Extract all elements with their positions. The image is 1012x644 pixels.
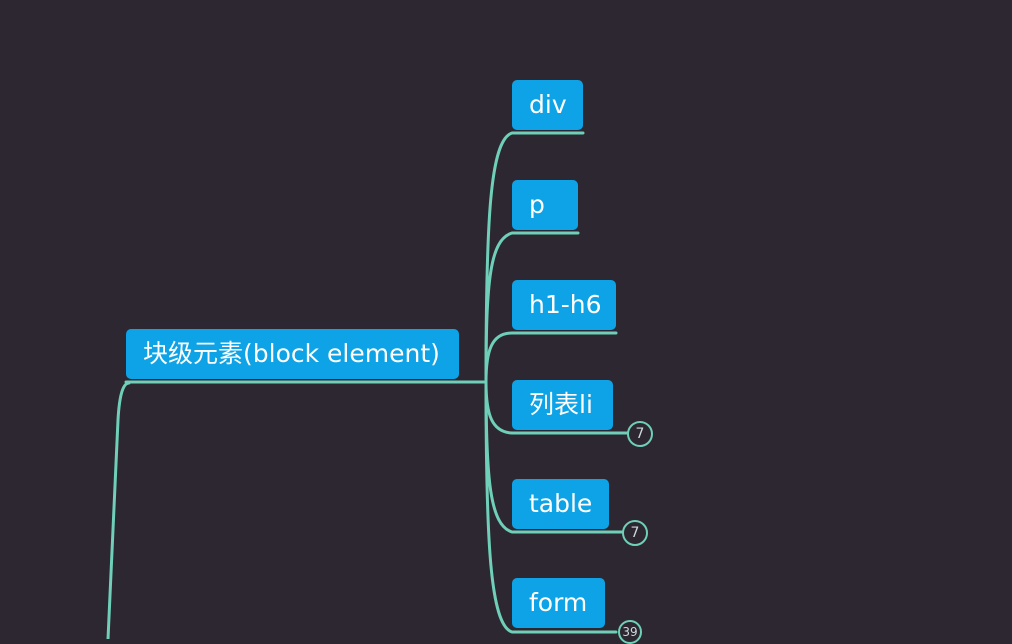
node-table-label: table (529, 489, 593, 518)
branch-h1h6 (484, 331, 618, 384)
node-table[interactable]: table (512, 479, 609, 529)
node-block-element-label: 块级元素(block element) (143, 339, 440, 368)
node-div[interactable]: div (512, 80, 583, 130)
collapsed-count-badge-form[interactable]: 39 (618, 620, 642, 644)
node-p-label: p (529, 190, 545, 219)
node-h1-h6[interactable]: h1-h6 (512, 280, 616, 330)
branch-div (484, 131, 585, 384)
node-form-label: form (529, 588, 588, 617)
collapsed-count-badge-list-li[interactable]: 7 (627, 421, 653, 447)
node-block-element[interactable]: 块级元素(block element) (126, 329, 459, 379)
branch-form (484, 380, 618, 634)
node-div-label: div (529, 90, 567, 119)
node-list-li[interactable]: 列表li (512, 380, 613, 430)
node-form[interactable]: form (512, 578, 605, 628)
node-h1-h6-label: h1-h6 (529, 290, 602, 319)
node-list-li-label: 列表li (529, 390, 593, 419)
trunk-connector (106, 381, 131, 639)
node-p[interactable]: p (512, 180, 578, 230)
branch-p (484, 231, 580, 384)
collapsed-count-badge-table[interactable]: 7 (622, 520, 648, 546)
